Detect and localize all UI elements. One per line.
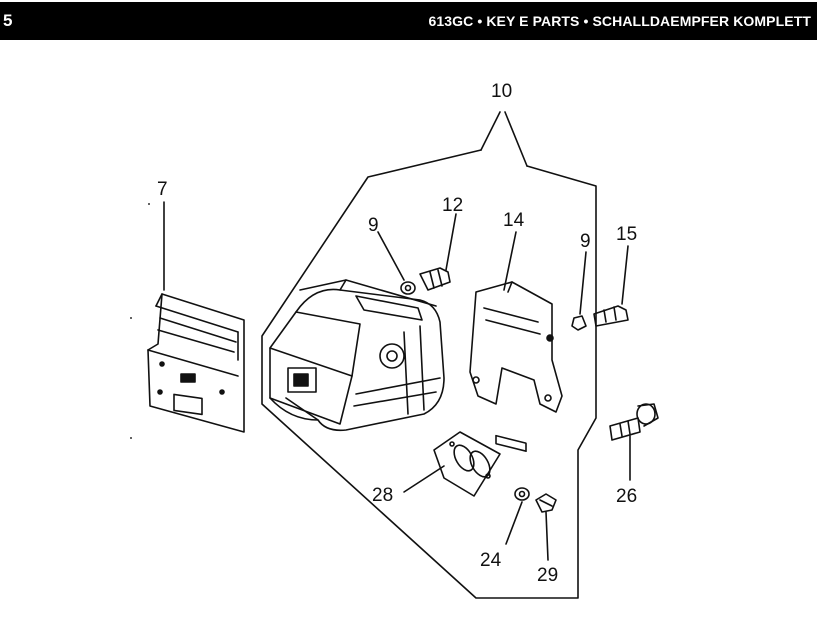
callout-9a: 9	[368, 215, 379, 236]
part-28-gasket	[433, 431, 501, 497]
callout-10: 10	[491, 81, 512, 102]
callout-26: 26	[616, 486, 637, 507]
leader-10-right	[504, 111, 528, 167]
callout-29: 29	[537, 565, 558, 586]
page-title: 613GC • KEY E PARTS • SCHALLDAEMPFER KOM…	[428, 13, 811, 29]
page-header: 5 613GC • KEY E PARTS • SCHALLDAEMPFER K…	[0, 2, 817, 40]
page-number: 5	[3, 11, 13, 30]
scan-speck	[148, 203, 150, 205]
callout-14: 14	[503, 210, 525, 231]
part-12-bolt	[400, 267, 451, 295]
leader-24	[505, 501, 523, 545]
leader-14	[503, 231, 517, 291]
leader-28	[403, 465, 445, 493]
callout-28: 28	[372, 485, 393, 506]
part-muffler-body	[269, 279, 445, 432]
callout-15: 15	[616, 224, 637, 245]
leader-15	[621, 245, 629, 305]
callout-24: 24	[480, 550, 502, 571]
part-24-washer	[514, 487, 530, 501]
leader-9a	[377, 231, 405, 281]
leader-12	[445, 213, 457, 271]
callout-12: 12	[442, 195, 463, 216]
callout-7: 7	[157, 179, 168, 200]
scan-speck	[130, 437, 132, 439]
scan-speck	[130, 317, 132, 319]
part-7-heat-shield	[147, 293, 245, 433]
leader-9b	[579, 251, 587, 315]
part-29-screw	[535, 493, 557, 513]
leader-10-left	[480, 111, 501, 151]
part-14-bracket	[469, 281, 563, 452]
leader-29	[545, 511, 549, 561]
callout-9b: 9	[580, 231, 591, 252]
assembly-10-bracket-outline	[261, 149, 597, 599]
part-26-bolt	[609, 403, 659, 441]
part-15-bolt	[571, 305, 629, 331]
